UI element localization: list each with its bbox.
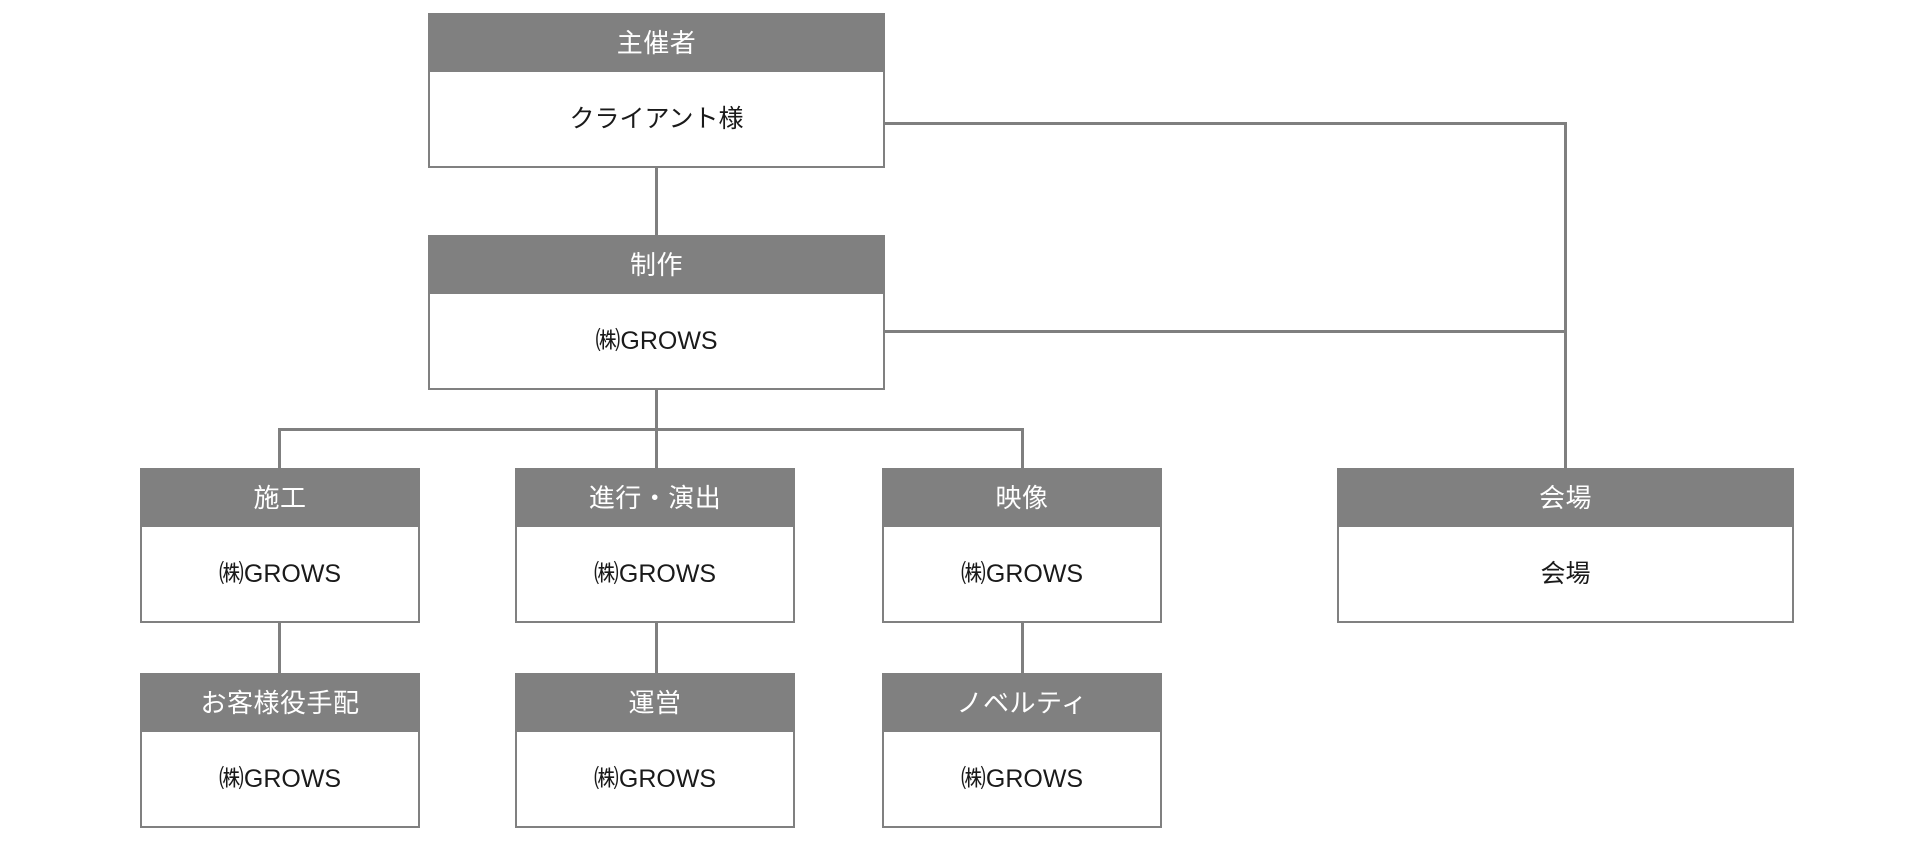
node-venue-body: 会場 — [1337, 527, 1794, 623]
node-novelty-body: ㈱GROWS — [882, 732, 1162, 828]
node-production-header: 制作 — [428, 235, 885, 294]
connector-drop-to-construction — [278, 428, 281, 470]
node-construction-header: 施工 — [140, 468, 420, 527]
node-venue[interactable]: 会場 会場 — [1337, 468, 1794, 623]
connector-construction-to-customer-role — [278, 623, 281, 675]
connector-organizer-to-production — [655, 168, 658, 237]
node-construction-body: ㈱GROWS — [140, 527, 420, 623]
node-operation-header: 運営 — [515, 673, 795, 732]
node-progress-direction-header: 進行・演出 — [515, 468, 795, 527]
node-customer-role-arrangement-header: お客様役手配 — [140, 673, 420, 732]
node-venue-header: 会場 — [1337, 468, 1794, 527]
node-organizer-body: クライアント様 — [428, 72, 885, 168]
node-operation[interactable]: 運営 ㈱GROWS — [515, 673, 795, 828]
node-novelty[interactable]: ノベルティ ㈱GROWS — [882, 673, 1162, 828]
node-video-header: 映像 — [882, 468, 1162, 527]
node-construction[interactable]: 施工 ㈱GROWS — [140, 468, 420, 623]
connector-production-branch-stem — [655, 390, 658, 431]
node-production-body: ㈱GROWS — [428, 294, 885, 390]
node-organizer[interactable]: 主催者 クライアント様 — [428, 13, 885, 168]
connector-right-rail-vertical — [1564, 122, 1567, 470]
node-video-body: ㈱GROWS — [882, 527, 1162, 623]
node-customer-role-arrangement[interactable]: お客様役手配 ㈱GROWS — [140, 673, 420, 828]
connector-video-to-novelty — [1021, 623, 1024, 675]
node-production[interactable]: 制作 ㈱GROWS — [428, 235, 885, 390]
node-video[interactable]: 映像 ㈱GROWS — [882, 468, 1162, 623]
node-organizer-header: 主催者 — [428, 13, 885, 72]
connector-branch-distributor-bar — [278, 428, 1024, 431]
node-progress-direction[interactable]: 進行・演出 ㈱GROWS — [515, 468, 795, 623]
connector-production-to-right-rail — [885, 330, 1567, 333]
connector-organizer-to-right-rail — [885, 122, 1567, 125]
connector-drop-to-video — [1021, 428, 1024, 470]
node-progress-direction-body: ㈱GROWS — [515, 527, 795, 623]
node-operation-body: ㈱GROWS — [515, 732, 795, 828]
connector-drop-to-progress-direction — [655, 428, 658, 470]
node-customer-role-arrangement-body: ㈱GROWS — [140, 732, 420, 828]
node-novelty-header: ノベルティ — [882, 673, 1162, 732]
connector-progress-direction-to-operation — [655, 623, 658, 675]
